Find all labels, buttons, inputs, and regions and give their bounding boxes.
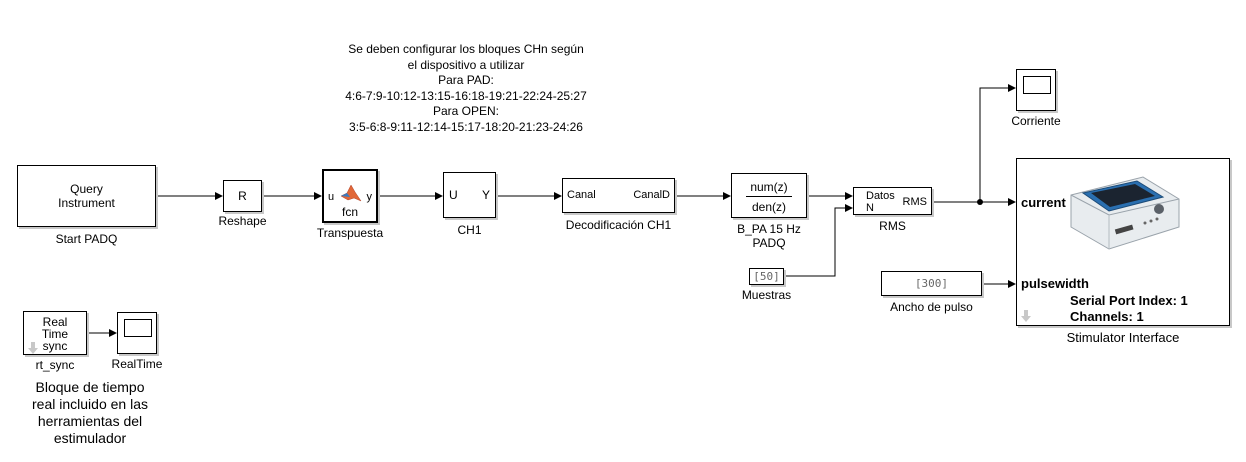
block-text: Real: [42, 315, 68, 329]
stimulator-interface-block[interactable]: current pulsewidth Serial Port Index: 1 …: [1016, 158, 1230, 326]
block-label-muestras: Muestras: [741, 288, 792, 302]
corriente-scope-block[interactable]: [1016, 69, 1056, 111]
filter-denominator: den(z): [751, 200, 786, 214]
port-out-label: y: [366, 191, 373, 203]
arrow-down-icon: [1021, 310, 1031, 322]
branch-point: [977, 199, 983, 205]
scope-icon: [124, 319, 152, 337]
muestras-constant-block[interactable]: [50]: [749, 268, 784, 285]
filter-numerator: num(z): [750, 180, 788, 194]
port-in-label: Canal: [567, 189, 596, 201]
block-label-filter-2: PADQ: [752, 236, 786, 250]
stimulator-device-icon: [1070, 176, 1180, 250]
note-line: estimulador: [53, 430, 127, 446]
block-label-rms: RMS: [879, 219, 906, 233]
matlab-function-block[interactable]: u y fcn: [322, 169, 378, 223]
block-label-ancho: Ancho de pulso: [890, 300, 973, 314]
decodificacion-block[interactable]: Canal CanalD: [562, 178, 675, 213]
port-in-label: u: [328, 191, 335, 203]
rms-block[interactable]: Datos N RMS: [853, 187, 932, 215]
block-label-ch1: CH1: [457, 223, 482, 237]
note-line: real incluido en las: [32, 396, 148, 412]
scope-icon: [1023, 76, 1051, 94]
block-label-corriente: Corriente: [1011, 114, 1061, 128]
block-text: sync: [42, 339, 68, 353]
port-out-label: Y: [481, 188, 490, 202]
block-text: Time: [41, 327, 69, 341]
ancho-constant-block[interactable]: [300]: [881, 271, 982, 296]
arrow-down-icon: [28, 342, 38, 354]
block-text: R: [238, 189, 247, 203]
ch1-block[interactable]: U Y: [443, 172, 496, 218]
port-pulsewidth-label: pulsewidth: [1021, 276, 1089, 291]
fcn-text: fcn: [341, 205, 358, 219]
block-label-stimulator: Stimulator Interface: [1066, 330, 1180, 345]
port-current-label: current: [1021, 195, 1066, 210]
rt-note: Bloque de tiempo real incluido en las he…: [10, 379, 170, 447]
note-line: 4:6-7:9-10:12-13:15-16:18-19:21-22:24-25…: [345, 88, 587, 103]
port-out-label: CanalD: [633, 189, 670, 201]
note-line: el dispositivo a utilizar: [407, 57, 525, 72]
rt-sync-block[interactable]: Real Time sync: [23, 311, 87, 355]
fraction-bar: [746, 196, 792, 197]
realtime-scope-block[interactable]: [117, 312, 157, 354]
note-line: herramientas del: [37, 413, 143, 429]
constant-value: [50]: [753, 270, 780, 283]
block-label-transpuesta: Transpuesta: [316, 226, 384, 240]
port-out-label: RMS: [902, 196, 927, 208]
block-label-realtime: RealTime: [111, 357, 163, 371]
port-in-label: U: [449, 188, 458, 202]
discrete-filter-block[interactable]: num(z) den(z): [731, 173, 807, 218]
note-line: Se deben configurar los bloques CHn segú…: [348, 42, 584, 56]
query-instrument-block[interactable]: Query Instrument: [17, 165, 156, 227]
serial-port-info: Serial Port Index: 1: [1070, 293, 1188, 308]
block-label-start-padq: Start PADQ: [55, 232, 118, 246]
block-text: Query: [70, 182, 103, 196]
note-line: Para OPEN:: [432, 104, 500, 118]
block-label-filter: B_PA 15 Hz: [737, 222, 801, 236]
block-label-reshape: Reshape: [218, 214, 267, 228]
channels-info: Channels: 1: [1070, 309, 1144, 324]
signal-muestras-to-rms[interactable]: [784, 204, 853, 277]
note-line: Bloque de tiempo: [35, 379, 145, 395]
note-line: Para PAD:: [438, 73, 494, 87]
note-line: 3:5-6:8-9:11-12:14-15:17-18:20-21:23-24:…: [349, 119, 583, 134]
config-note: Se deben configurar los bloques CHn segú…: [330, 42, 602, 135]
matlab-logo-icon: [340, 184, 362, 202]
constant-value: [300]: [914, 277, 949, 290]
block-label-rt-sync: rt_sync: [35, 358, 75, 372]
block-text: Instrument: [58, 196, 115, 210]
block-label-decodificacion: Decodificación CH1: [565, 218, 672, 232]
port-in-label: N: [866, 202, 874, 214]
reshape-block[interactable]: R: [223, 180, 262, 212]
port-in-label: Datos: [866, 190, 895, 202]
signal-rms-to-scope[interactable]: [979, 84, 1016, 202]
